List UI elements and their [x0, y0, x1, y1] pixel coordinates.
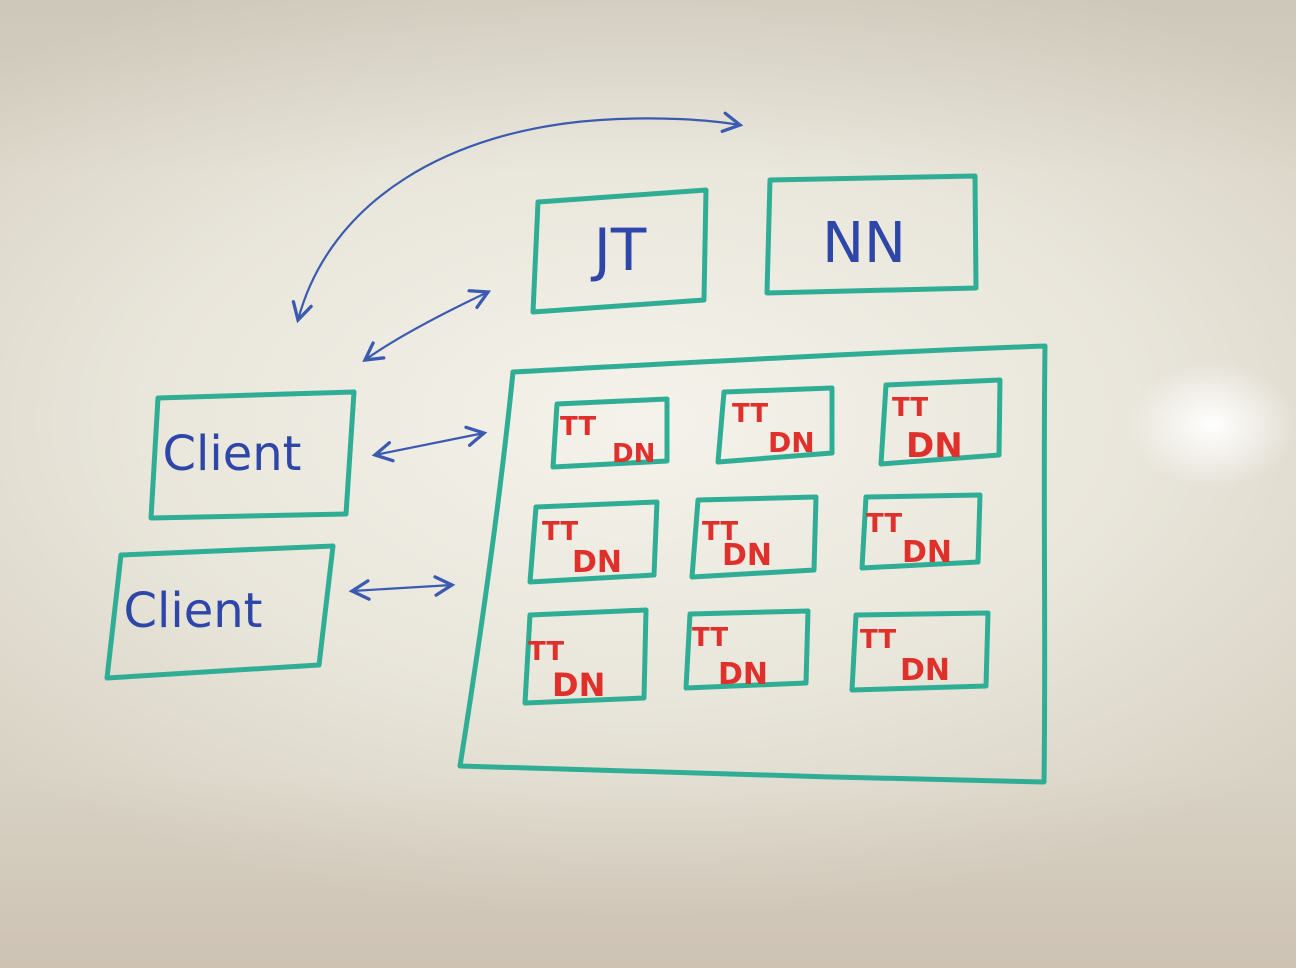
- jobtracker-label: JT: [591, 216, 647, 284]
- datanode-label: DN: [718, 657, 768, 692]
- client2-cluster-arrow: [348, 575, 456, 601]
- client-box-2: Client: [104, 543, 336, 681]
- tasktracker-label: TT: [732, 399, 768, 429]
- tasktracker-label: TT: [542, 517, 578, 547]
- worker-node-6: TT DN: [859, 492, 983, 571]
- tasktracker-label: TT: [528, 637, 564, 667]
- datanode-label: DN: [900, 653, 950, 688]
- namenode-box: NN: [764, 173, 979, 296]
- tasktracker-label: TT: [866, 509, 902, 539]
- datanode-label: DN: [572, 545, 622, 580]
- tasktracker-label: TT: [860, 625, 896, 655]
- datanode-label: DN: [906, 426, 963, 466]
- worker-node-5: TT DN: [689, 494, 819, 580]
- jt-client-short-arrow: [362, 289, 492, 362]
- worker-node-9: TT DN: [849, 610, 991, 693]
- client1-cluster-arrow: [371, 425, 488, 463]
- worker-node-8: TT DN: [683, 608, 811, 692]
- worker-node-1: TT DN: [550, 396, 670, 470]
- client-label-2: Client: [124, 583, 263, 639]
- tasktracker-label: TT: [560, 412, 596, 442]
- client-box-1: Client: [148, 389, 357, 521]
- worker-node-3: TT DN: [878, 377, 1003, 467]
- tasktracker-label: TT: [892, 393, 928, 423]
- datanode-label: DN: [768, 426, 815, 459]
- datanode-label: DN: [612, 439, 655, 469]
- datanode-label: DN: [552, 666, 605, 704]
- jobtracker-box: JT: [530, 187, 709, 315]
- worker-node-2: TT DN: [715, 385, 835, 465]
- client-label-1: Client: [163, 426, 302, 482]
- datanode-label: DN: [722, 538, 772, 573]
- worker-node-7: TT DN: [522, 607, 649, 706]
- cluster-box: [457, 343, 1048, 785]
- tasktracker-label: TT: [702, 517, 738, 547]
- tasktracker-label: TT: [692, 623, 728, 653]
- jt-client-long-arrow: [291, 111, 744, 324]
- worker-node-4: TT DN: [527, 499, 660, 585]
- datanode-label: DN: [902, 535, 952, 570]
- namenode-label: NN: [822, 211, 906, 276]
